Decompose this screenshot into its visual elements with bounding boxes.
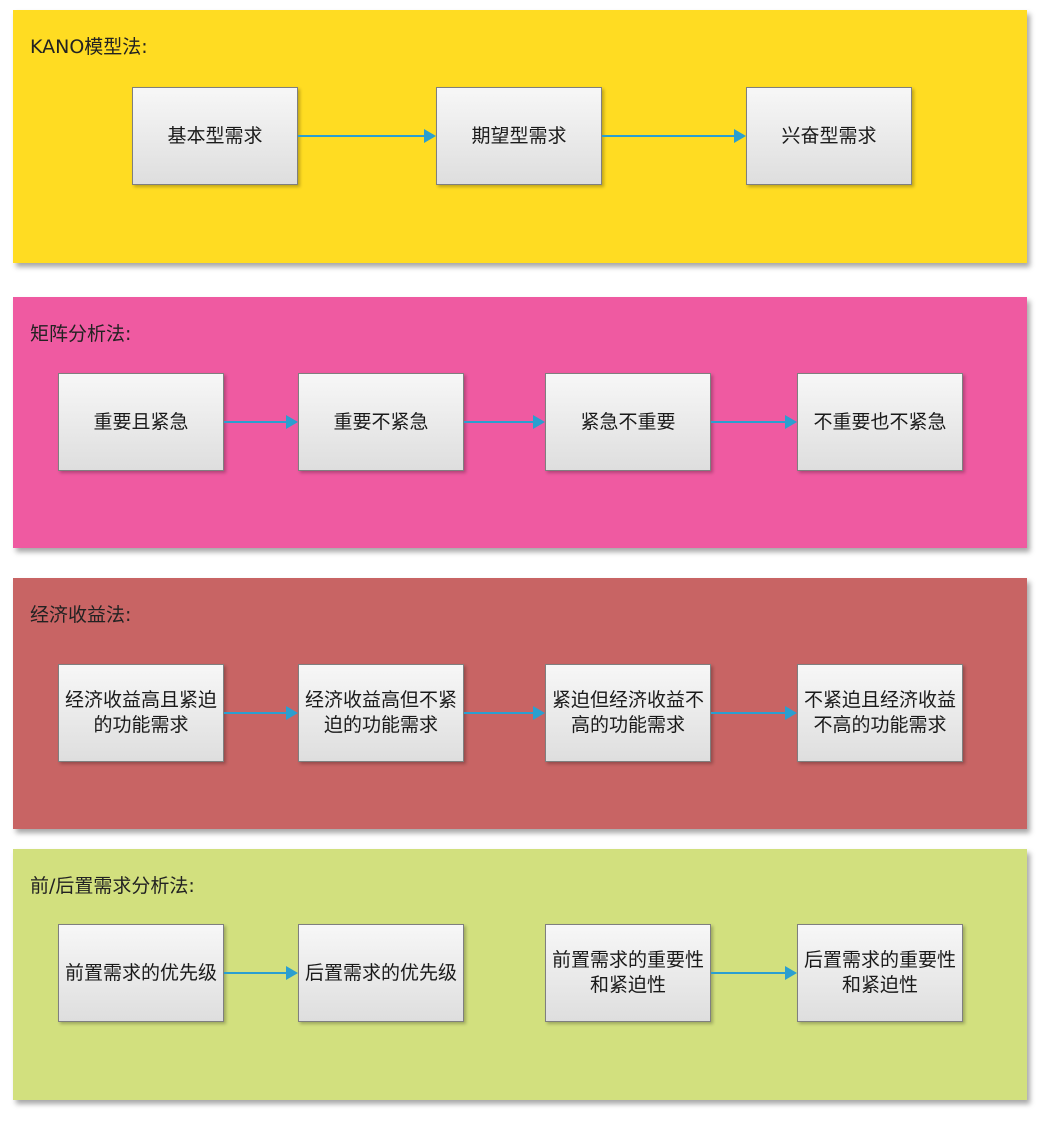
prepost-panel: 前/后置需求分析法: 前置需求的优先级 后置需求的优先级 前置需求的重要性和紧迫…: [13, 849, 1027, 1100]
pre-priority-box: 前置需求的优先级: [58, 924, 224, 1022]
kano-excitement-box: 兴奋型需求: [746, 87, 912, 185]
prepost-arrow-2: [711, 966, 797, 980]
economic-arrow-2: [464, 706, 545, 720]
economic-not-urgent-low-box: 不紧迫且经济收益不高的功能需求: [797, 664, 963, 762]
kano-panel-title: KANO模型法:: [30, 36, 148, 58]
kano-expected-box: 期望型需求: [436, 87, 602, 185]
matrix-neither-box: 不重要也不紧急: [797, 373, 963, 471]
economic-urgent-low-box: 紧迫但经济收益不高的功能需求: [545, 664, 711, 762]
matrix-important-urgent-box: 重要且紧急: [58, 373, 224, 471]
economic-arrow-1: [224, 706, 298, 720]
matrix-urgent-not-important-box: 紧急不重要: [545, 373, 711, 471]
matrix-arrow-1: [224, 415, 298, 429]
economic-high-not-urgent-box: 经济收益高但不紧迫的功能需求: [298, 664, 464, 762]
economic-panel-title: 经济收益法:: [30, 604, 132, 626]
prepost-panel-title: 前/后置需求分析法:: [30, 875, 195, 897]
matrix-panel: 矩阵分析法: 重要且紧急 重要不紧急 紧急不重要 不重要也不紧急: [13, 297, 1027, 548]
kano-arrow-1: [298, 129, 436, 143]
post-importance-box: 后置需求的重要性和紧迫性: [797, 924, 963, 1022]
economic-high-urgent-box: 经济收益高且紧迫的功能需求: [58, 664, 224, 762]
post-priority-box: 后置需求的优先级: [298, 924, 464, 1022]
matrix-arrow-3: [711, 415, 797, 429]
kano-basic-box: 基本型需求: [132, 87, 298, 185]
pre-importance-box: 前置需求的重要性和紧迫性: [545, 924, 711, 1022]
prepost-arrow-1: [224, 966, 298, 980]
matrix-panel-title: 矩阵分析法:: [30, 323, 132, 345]
kano-arrow-2: [602, 129, 746, 143]
economic-panel: 经济收益法: 经济收益高且紧迫的功能需求 经济收益高但不紧迫的功能需求 紧迫但经…: [13, 578, 1027, 829]
matrix-important-not-urgent-box: 重要不紧急: [298, 373, 464, 471]
matrix-arrow-2: [464, 415, 545, 429]
economic-arrow-3: [711, 706, 797, 720]
kano-panel: KANO模型法: 基本型需求 期望型需求 兴奋型需求: [13, 10, 1027, 263]
